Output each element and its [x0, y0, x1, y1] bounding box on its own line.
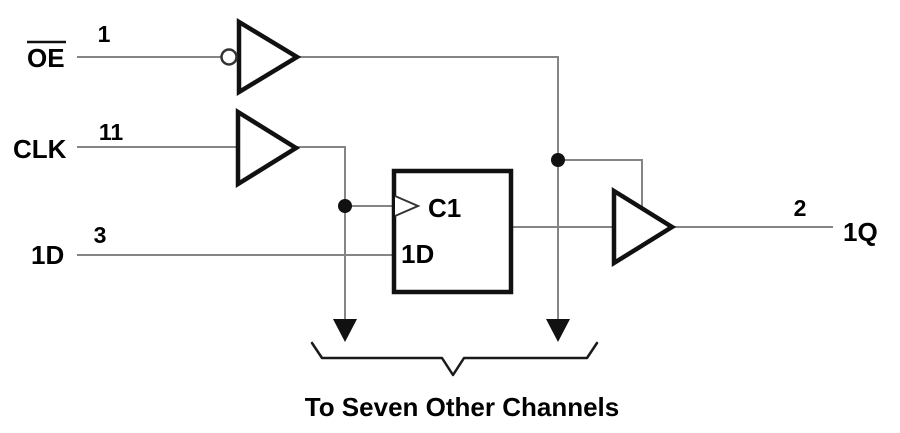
q-pin-number: 2 [794, 195, 807, 221]
clk-pin-number: 11 [99, 119, 124, 145]
components [235, 18, 677, 295]
solid-marks [333, 153, 570, 342]
down-arrow-icon [546, 319, 570, 342]
flipflop-box [391, 168, 514, 295]
oe-input-label: OE [27, 43, 65, 73]
junction-dot-icon [338, 199, 352, 213]
ff-data-port-label: 1D [401, 239, 434, 269]
edge-trigger-clock-icon [394, 195, 421, 217]
buffer-icon [235, 107, 301, 189]
caption-text: To Seven Other Channels [305, 392, 619, 422]
underbrace-icon [310, 341, 599, 377]
d-input-label: 1D [31, 240, 64, 270]
down-arrow-icon [333, 319, 357, 342]
tristate-buffer-icon [611, 186, 677, 268]
q-output-label: 1Q [843, 217, 878, 247]
oe-pin-number: 1 [98, 21, 111, 47]
ff-clock-port-label: C1 [428, 193, 461, 223]
enable-branch-wire [558, 159, 643, 209]
inverter-bubble-icon [220, 48, 238, 66]
junction-dot-icon [551, 153, 565, 167]
inverting-buffer-icon [236, 18, 302, 96]
clk-distribution-wire [296, 146, 346, 320]
clk-input-label: CLK [13, 134, 67, 164]
d-pin-number: 3 [94, 222, 107, 248]
oe-enable-wire [297, 56, 559, 320]
wires [77, 56, 833, 320]
